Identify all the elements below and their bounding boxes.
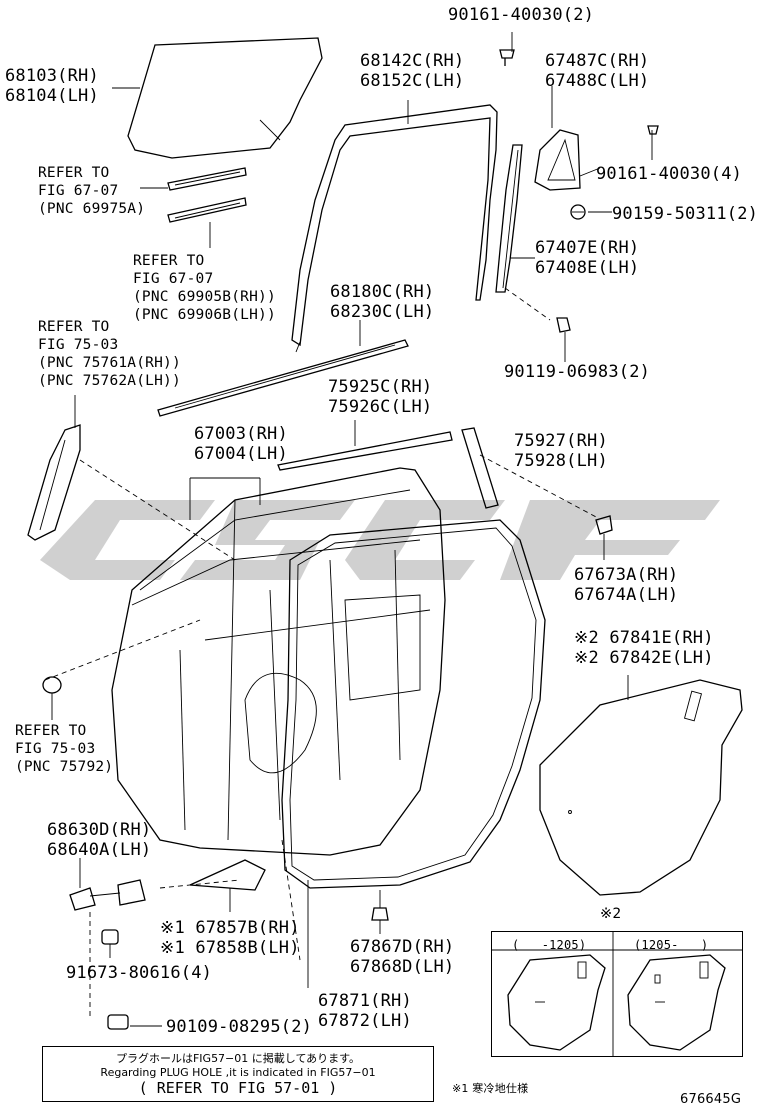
label-68630d: 68630D(RH): [47, 820, 152, 840]
ref-line: FIG 67-07: [133, 271, 214, 287]
label-90119-06983: 90119-06983(2): [504, 362, 651, 382]
clip-67673a: [595, 515, 613, 560]
label-mark-2: ※2: [600, 906, 622, 922]
label-67857b: ※1 67857B(RH): [160, 918, 300, 938]
footnote: ※1 寒冷地仕様: [452, 1082, 529, 1095]
label-90159-50311: 90159-50311(2): [612, 204, 759, 224]
bolt-90109: [107, 1014, 162, 1030]
corner-seal: [189, 859, 266, 891]
plug-hole-notice: プラグホールはFIG57−01 に掲載してあります。 Regarding PLU…: [42, 1046, 434, 1102]
label-75927: 75927(RH): [514, 431, 608, 451]
label-67487c: 67487C(RH): [545, 51, 650, 71]
ref-line: (PNC 69906B(LH)): [133, 307, 276, 323]
division-bar: [495, 144, 523, 293]
label-68104: 68104(LH): [5, 86, 99, 106]
label-67408e: 67408E(LH): [535, 258, 640, 278]
label-90161-40030-2: 90161-40030(2): [448, 5, 595, 25]
label-67674a: 67674A(LH): [574, 585, 679, 605]
label-91673-80616: 91673-80616(4): [66, 963, 213, 983]
label-68152c: 68152C(LH): [360, 71, 465, 91]
ref-line: REFER TO: [38, 165, 110, 181]
notice-line-en: Regarding PLUG HOLE ,it is indicated in …: [100, 1066, 376, 1079]
ref-line: FIG 75-03: [38, 337, 119, 353]
label-90109-08295: 90109-08295(2): [166, 1017, 313, 1037]
label-68142c: 68142C(RH): [360, 51, 465, 71]
label-75928: 75928(LH): [514, 451, 608, 471]
corner-piece: [534, 129, 581, 191]
label-67841e: ※2 67841E(RH): [574, 628, 714, 648]
label-67004: 67004(LH): [194, 444, 288, 464]
pillar-garnish: [27, 424, 81, 541]
label-67003: 67003(RH): [194, 424, 288, 444]
inset-left-header: ( -1205): [512, 938, 587, 952]
label-67872: 67872(LH): [318, 1011, 412, 1031]
ref-line: FIG 67-07: [38, 183, 119, 199]
label-67407e: 67407E(RH): [535, 238, 640, 258]
bolt-91673: [101, 929, 119, 958]
watermark-logo: [40, 500, 720, 580]
quarter-glass: [127, 37, 323, 159]
label-68103: 68103(RH): [5, 66, 99, 86]
ref-line: REFER TO: [15, 723, 87, 739]
screw-90159: [570, 204, 586, 220]
ref-line: (PNC 69975A): [38, 201, 146, 217]
upper-garnish: [277, 431, 453, 471]
label-67842e: ※2 67842E(LH): [574, 648, 714, 668]
label-75925c: 75925C(RH): [328, 377, 433, 397]
frame-garnish: [461, 427, 499, 509]
ref-line: REFER TO: [38, 319, 110, 335]
inset-drawings: [491, 931, 743, 1057]
door-hinge: [69, 858, 146, 911]
grommet: [42, 676, 62, 720]
ref-line: (PNC 75792): [15, 759, 114, 775]
label-90161-40030-4: 90161-40030(4): [596, 164, 743, 184]
ref-line: (PNC 75761A(RH)): [38, 355, 181, 371]
door-panel: [111, 467, 446, 856]
label-68640a: 68640A(LH): [47, 840, 152, 860]
label-67488c: 67488C(LH): [545, 71, 650, 91]
clip-90161-top: [499, 49, 515, 66]
inset-right-header: (1205- ): [634, 938, 709, 952]
variant-inset: ( -1205) (1205- ): [491, 931, 743, 1057]
clip-90161-side: [647, 125, 659, 135]
belt-molding: [157, 339, 409, 417]
run-channel: [291, 104, 498, 347]
ref-line: REFER TO: [133, 253, 205, 269]
label-67673a: 67673A(RH): [574, 565, 679, 585]
service-hole-cover: [539, 679, 743, 896]
ref-line: (PNC 75762A(LH)): [38, 373, 181, 389]
label-68230c: 68230C(LH): [330, 302, 435, 322]
label-67867d: 67867D(RH): [350, 937, 455, 957]
screw-90119: [556, 317, 571, 362]
ref-line: FIG 75-03: [15, 741, 96, 757]
notice-line-ref[interactable]: ( REFER TO FIG 57-01 ): [138, 1079, 338, 1097]
ref-line: (PNC 69905B(RH)): [133, 289, 276, 305]
label-67868d: 67868D(LH): [350, 957, 455, 977]
clip-67867d: [371, 907, 389, 934]
label-67858b: ※1 67858B(LH): [160, 938, 300, 958]
door-weatherstrip: [281, 519, 546, 889]
label-67871: 67871(RH): [318, 991, 412, 1011]
notice-line-jp: プラグホールはFIG57−01 に掲載してあります。: [115, 1052, 361, 1065]
label-75926c: 75926C(LH): [328, 397, 433, 417]
figure-id: 676645G: [680, 1092, 742, 1107]
label-68180c: 68180C(RH): [330, 282, 435, 302]
